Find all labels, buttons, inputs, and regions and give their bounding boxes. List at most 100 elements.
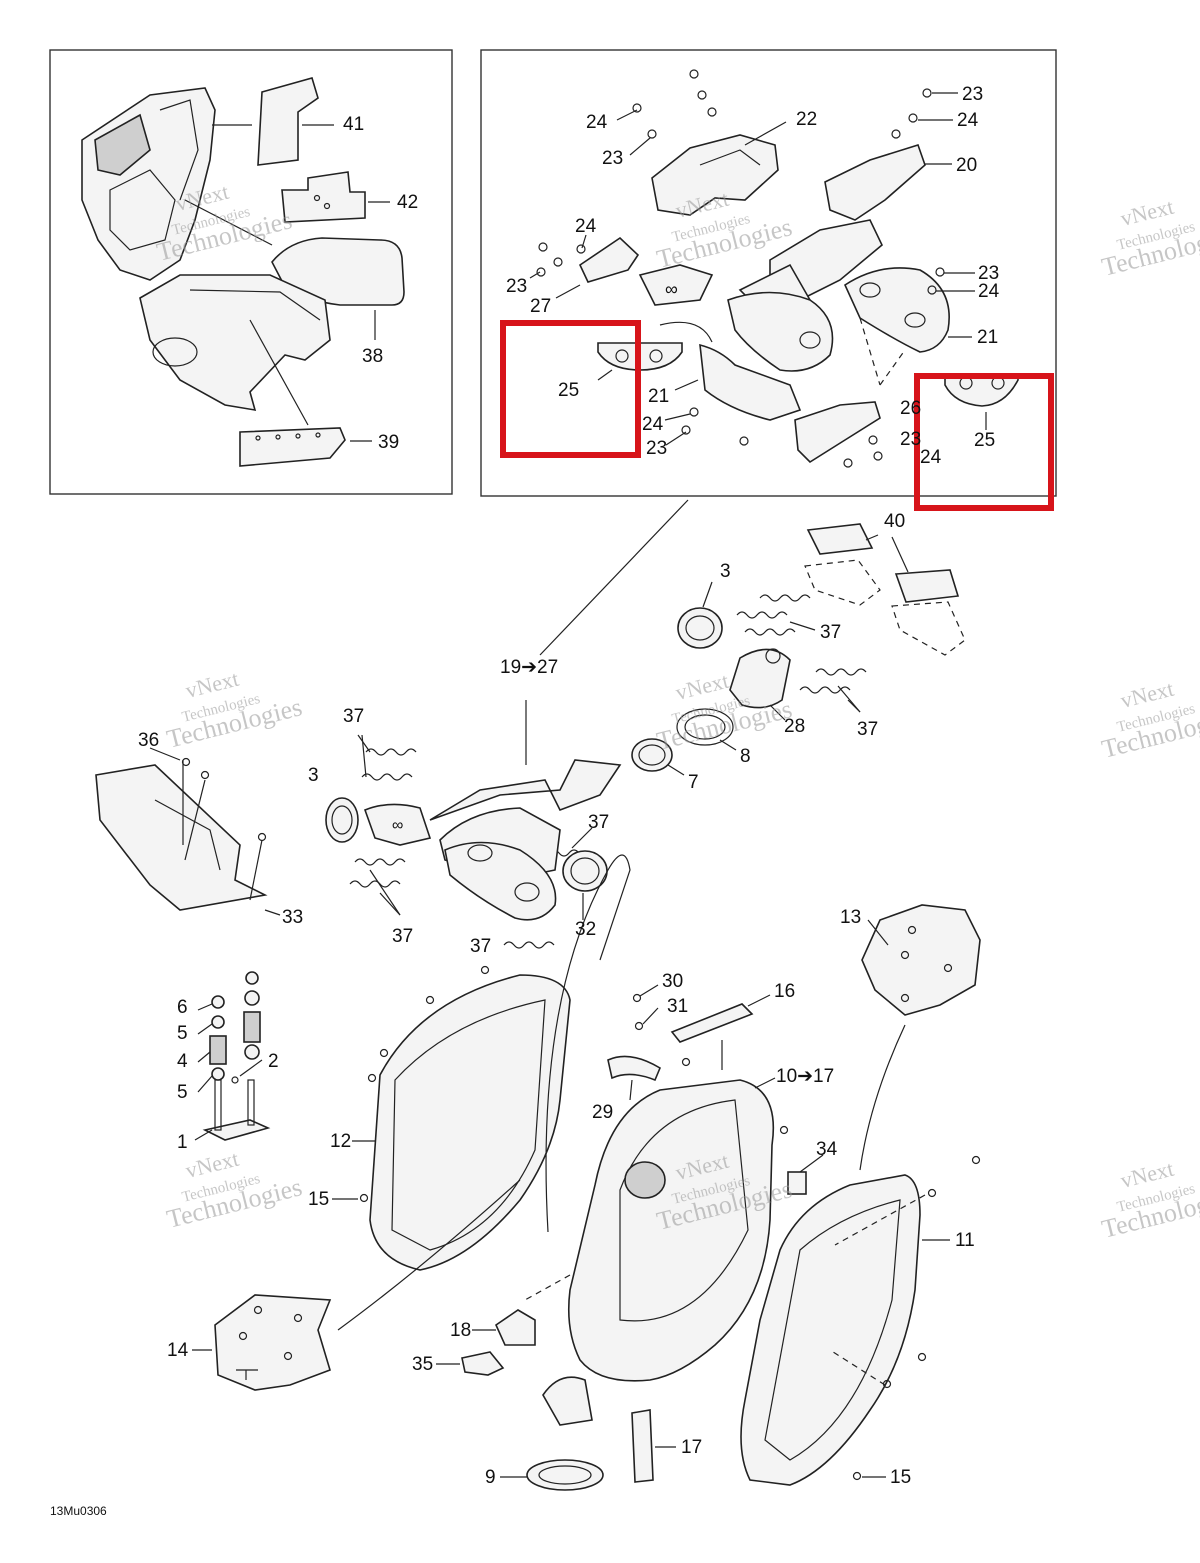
part-34-grommet [787,1171,807,1195]
callout-24f: 24 [920,447,942,468]
callout-27: 27 [530,296,551,317]
callout-13: 13 [840,907,861,928]
callout-18: 18 [450,1320,471,1341]
callout-24d: 24 [978,281,1000,302]
callout-31: 31 [667,996,688,1017]
part-21-cover [843,267,950,353]
callout-11: 11 [955,1230,975,1251]
callout-37e: 37 [392,926,413,947]
callout-16: 16 [774,981,795,1002]
highlight-box-25-right [914,373,1054,511]
callout-2: 2 [268,1051,279,1072]
part-11-muffler-half [740,1174,921,1486]
callout-24c: 24 [575,216,597,237]
part-22-heat-shield [651,134,779,216]
inset-frame-left [49,49,453,495]
callout-35: 35 [412,1354,433,1375]
part-hull-cover [81,87,216,281]
callout-37f: 37 [470,936,491,957]
part-3-gasket-top [677,607,723,649]
callout-3a: 3 [720,561,731,582]
callout-40: 40 [884,511,905,532]
callout-24e: 24 [642,414,664,435]
part-25b-bracket [944,375,1019,407]
callout-37a: 37 [820,622,841,643]
callout-42: 42 [397,192,418,213]
bolts-lower [359,965,981,1481]
callout-6: 6 [177,997,188,1018]
callout-37d: 37 [588,812,609,833]
part-19-27-manifold: ∞ [363,759,622,921]
callout-30: 30 [662,971,683,992]
callout-15a: 15 [308,1189,329,1210]
callout-21b: 21 [648,386,669,407]
part-7-ring [631,738,673,772]
part-18-bracket [494,1309,536,1346]
part-13-flange [861,904,981,1016]
callout-22: 22 [796,109,817,130]
callout-37c: 37 [343,706,364,727]
callout-23f: 23 [900,429,921,450]
callout-26: 26 [900,398,921,419]
part-39-strip [239,427,346,467]
bolts-right-inset [536,69,945,468]
part-26-shield [794,401,881,464]
part-10-17-muffler [542,1055,775,1426]
part-3-gasket-left [325,797,359,843]
callout-labels: 41 42 38 39 23 24 24 22 23 20 24 23 23 2… [50,84,1000,1518]
callout-33: 33 [282,907,303,928]
part-21c-shield [699,343,802,421]
callout-38: 38 [362,346,383,367]
bolts-36 [181,757,267,842]
callout-17: 17 [681,1437,702,1458]
svg-text:∞: ∞ [665,279,678,299]
callout-1: 1 [177,1132,188,1153]
part-14-flange [214,1294,332,1391]
part-33-shield [95,760,268,911]
callout-28: 28 [784,716,805,737]
part-21b-cover [727,291,834,372]
part-40-pads [804,523,966,656]
callout-4: 4 [177,1051,188,1072]
callout-24a: 24 [586,112,608,133]
callout-34: 34 [816,1139,838,1160]
part-tray [139,274,331,411]
callout-7: 7 [688,772,699,793]
callout-23c: 23 [978,263,999,284]
part-20-heat-shield [824,144,926,221]
part-42-gasket [281,171,366,223]
callout-3b: 3 [308,765,319,786]
svg-text:∞: ∞ [392,817,403,834]
callout-21a: 21 [977,327,998,348]
highlight-box-25-left [500,320,641,458]
callout-23d: 23 [506,276,527,297]
part-27-shield [578,236,640,283]
callout-36: 36 [138,730,159,751]
callout-8: 8 [740,746,751,767]
callout-23b: 23 [602,148,623,169]
callout-23e: 23 [646,438,667,459]
callout-15b: 15 [890,1467,911,1488]
callout-5a: 5 [177,1023,188,1044]
part-35-bracket [461,1351,505,1376]
callout-32: 32 [575,919,596,940]
callout-37b: 37 [857,719,878,740]
callout-25b: 25 [974,430,995,451]
part-8-clamp [676,708,734,746]
callout-41: 41 [343,114,364,135]
part-1-mount-hardware [202,971,271,1141]
callout-25a: 25 [558,380,579,401]
callout-23a: 23 [962,84,983,105]
part-28-elbow [729,648,791,709]
callout-19-27: 19➔27 [500,657,558,678]
callout-20: 20 [956,155,977,176]
part-12-muffler-half [369,974,571,1271]
callout-39: 39 [378,432,399,453]
callout-29: 29 [592,1102,613,1123]
diagram-code: 13Mu0306 [50,1504,107,1518]
callout-10-17: 10➔17 [776,1066,834,1087]
callout-14: 14 [167,1340,189,1361]
callout-9: 9 [485,1467,496,1488]
